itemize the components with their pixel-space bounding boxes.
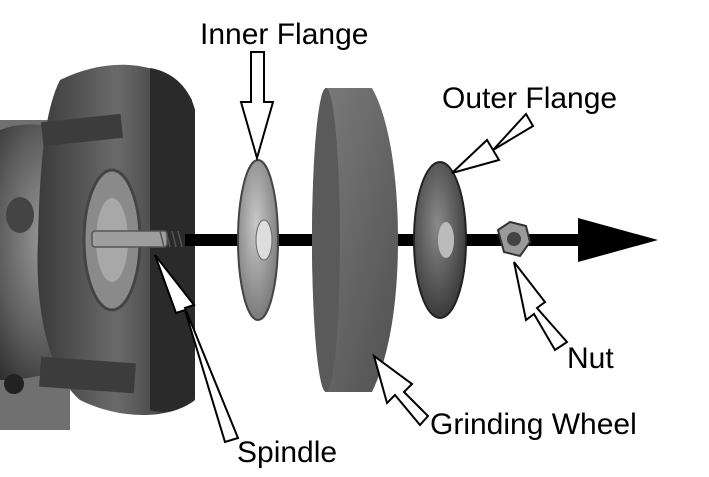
- label-spindle: Spindle: [237, 436, 338, 469]
- inner-flange: [237, 159, 279, 321]
- callout-arrow-nut: [513, 261, 569, 352]
- callout-arrow-grinding-wheel: [372, 353, 430, 427]
- outer-flange: [413, 161, 467, 319]
- callout-arrow-spindle: [154, 254, 240, 444]
- label-outer-flange: Outer Flange: [442, 82, 618, 115]
- label-grinding-wheel: Grinding Wheel: [430, 408, 637, 441]
- nut: [496, 220, 532, 258]
- callout-arrow-outer-flange: [451, 112, 535, 174]
- callout-arrow-inner-flange: [239, 51, 275, 162]
- label-nut: Nut: [567, 342, 614, 375]
- spindle: [91, 230, 183, 248]
- grinding-wheel: [312, 88, 398, 392]
- label-inner-flange: Inner Flange: [200, 18, 369, 51]
